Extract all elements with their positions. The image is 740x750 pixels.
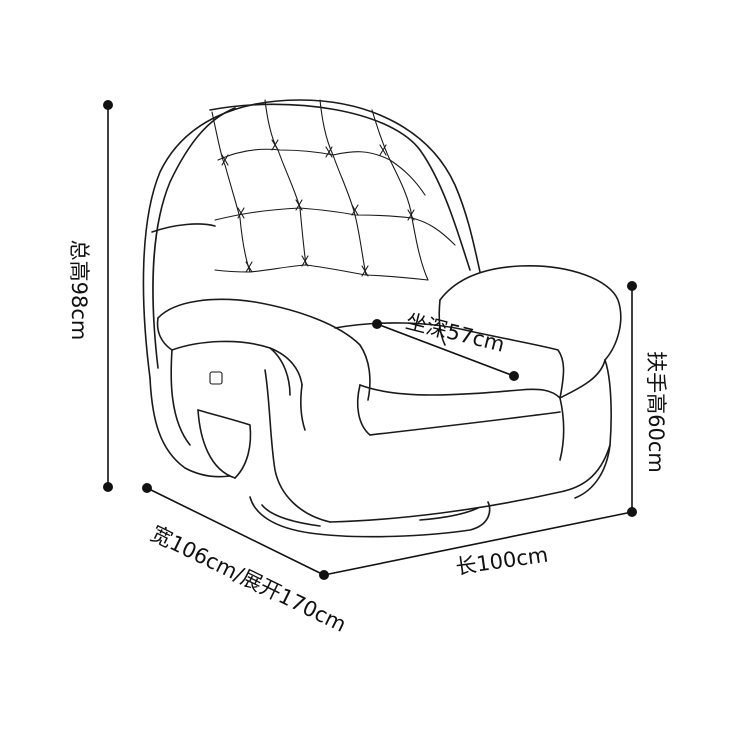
armrest-height-top-dot: [627, 281, 637, 291]
length-line: [323, 511, 633, 576]
seat-depth-end-dot: [509, 371, 519, 381]
total-height-label: 总高98cm: [67, 240, 91, 341]
total-height-top-dot: [103, 100, 113, 110]
total-height-bottom-dot: [103, 482, 113, 492]
dimension-lines: [103, 100, 637, 580]
seat-depth-line: [376, 323, 515, 377]
length-label: 长100cm: [454, 543, 550, 580]
seat-depth-label: 坐深57cm: [403, 309, 507, 357]
width-start-dot: [142, 483, 152, 493]
seat-depth-start-dot: [372, 319, 382, 329]
armrest-height-label: 扶手高60cm: [644, 351, 668, 473]
width-line: [146, 487, 325, 576]
chair-outline: [142, 99, 622, 538]
